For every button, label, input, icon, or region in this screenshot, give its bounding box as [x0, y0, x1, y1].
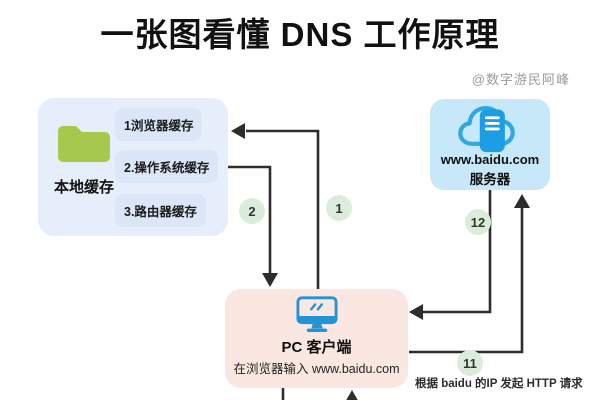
local-cache-label: 本地缓存: [53, 179, 114, 196]
arrowhead-step12: [409, 304, 423, 320]
arrowhead-bottom-in: [346, 390, 358, 400]
http-request-annotation: 根据 baidu 的IP 发起 HTTP 请求: [415, 378, 583, 390]
watermark: @数字游民阿峰: [471, 72, 570, 87]
arrow-line-step11: [409, 208, 524, 354]
arrowhead-step2: [262, 273, 278, 287]
arrowhead-step11: [514, 194, 530, 208]
step-badge-2: 2: [239, 198, 265, 224]
folder-icon: [54, 122, 114, 167]
pc-subtitle: 在浏览器输入 www.baidu.com: [233, 362, 400, 376]
pc-title: PC 客户端: [281, 339, 352, 356]
server-domain: www.baidu.com: [440, 152, 540, 167]
cache-item-os: 2.操作系统缓存: [115, 150, 219, 183]
step-badge-11: 11: [457, 350, 483, 376]
arrowhead-step1: [231, 123, 245, 139]
cache-item-router: 3.路由器缓存: [115, 194, 206, 227]
cloud-server-icon: [455, 102, 525, 159]
cache-item-browser: 1浏览器缓存: [115, 108, 203, 141]
server-label: 服务器: [469, 172, 511, 187]
page-title: 一张图看懂 DNS 工作原理: [100, 16, 500, 53]
server-box: www.baidu.com 服务器: [430, 99, 550, 190]
pc-client-box: PC 客户端 在浏览器输入 www.baidu.com: [225, 289, 408, 388]
local-cache-box: 本地缓存 1浏览器缓存 2.操作系统缓存 3.路由器缓存: [38, 98, 228, 236]
monitor-icon: [296, 295, 338, 340]
step-badge-1: 1: [326, 195, 352, 221]
step-badge-12: 12: [465, 209, 491, 235]
